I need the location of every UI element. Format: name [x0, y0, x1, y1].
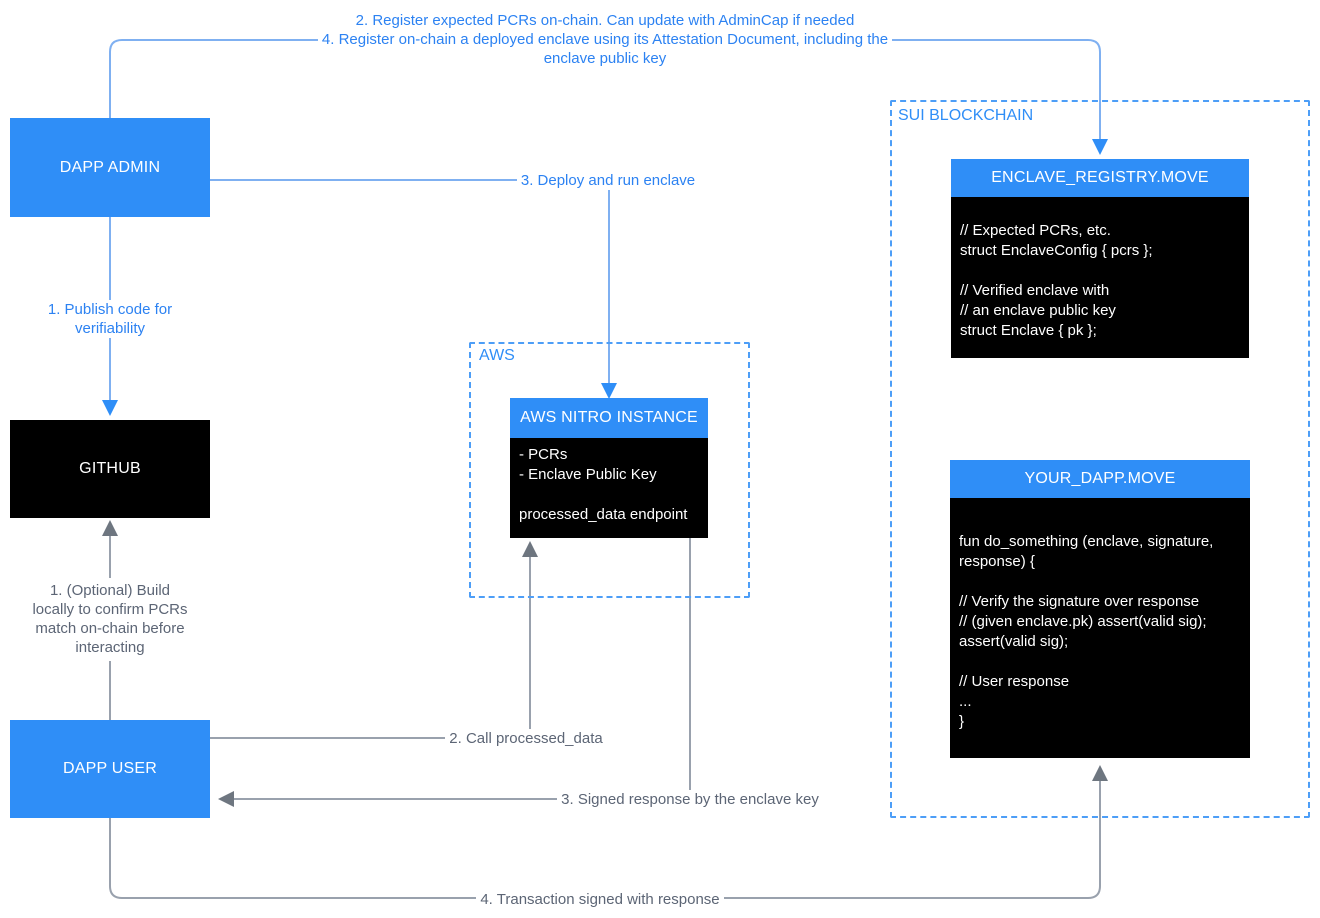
enclave-registry-body: // Expected PCRs, etc. struct EnclaveCon… [951, 197, 1249, 358]
node-your-dapp-move: YOUR_DAPP.MOVE fun do_something (enclave… [950, 460, 1250, 758]
arrowhead-registry-top-icon [1092, 139, 1108, 155]
annotation-optional-build: 1. (Optional) Build locally to confirm P… [4, 581, 216, 657]
github-label: GITHUB [79, 460, 141, 477]
arrowhead-nitro-bottom-icon [522, 541, 538, 557]
aws-group-label: AWS [479, 347, 515, 364]
annotation-deploy-enclave-wrap: 3. Deploy and run enclave [458, 171, 758, 190]
annotation-call-processed-data-wrap: 2. Call processed_data [376, 729, 676, 748]
annotation-publish-code: 1. Publish code for verifiability [10, 300, 210, 338]
annotation-deploy-enclave: 3. Deploy and run enclave [516, 171, 700, 190]
sui-blockchain-group-box: SUI BLOCKCHAIN [890, 100, 1310, 818]
your-dapp-body: fun do_something (enclave, signature, re… [950, 498, 1250, 758]
annotation-register-enclave-line2: enclave public key [539, 49, 671, 68]
sui-blockchain-group-label: SUI BLOCKCHAIN [898, 107, 1034, 124]
your-dapp-title: YOUR_DAPP.MOVE [950, 460, 1250, 498]
annotation-transaction-signed: 4. Transaction signed with response [476, 890, 724, 909]
dapp-admin-label: DAPP ADMIN [59, 158, 161, 176]
aws-nitro-instance-title: AWS NITRO INSTANCE [510, 398, 708, 438]
node-enclave-registry-move: ENCLAVE_REGISTRY.MOVE // Expected PCRs, … [951, 159, 1249, 358]
annotation-signed-response: 3. Signed response by the enclave key [557, 790, 823, 809]
annotation-register-group: 2. Register expected PCRs on-chain. Can … [0, 11, 1210, 68]
enclave-registry-title: ENCLAVE_REGISTRY.MOVE [951, 159, 1249, 197]
node-github: GITHUB [10, 420, 210, 518]
node-dapp-user: DAPP USER [10, 720, 210, 818]
annotation-transaction-signed-wrap: 4. Transaction signed with response [450, 890, 750, 909]
annotation-register-enclave-line1: 4. Register on-chain a deployed enclave … [317, 30, 893, 49]
dapp-user-label: DAPP USER [63, 760, 157, 777]
annotation-call-processed-data: 2. Call processed_data [445, 729, 607, 748]
arrowhead-github-top-icon [102, 400, 118, 416]
node-dapp-admin: DAPP ADMIN [10, 118, 210, 217]
arrowhead-github-bottom-icon [102, 520, 118, 536]
arrowhead-user-left-icon [218, 791, 234, 807]
annotation-register-pcrs: 2. Register expected PCRs on-chain. Can … [351, 11, 859, 30]
node-aws-nitro-instance: AWS NITRO INSTANCE - PCRs - Enclave Publ… [510, 398, 708, 538]
annotation-signed-response-wrap: 3. Signed response by the enclave key [540, 790, 840, 809]
aws-group-box: AWS [469, 342, 750, 598]
arrowhead-nitro-top-icon [601, 383, 617, 399]
aws-nitro-instance-body: - PCRs - Enclave Public Key processed_da… [510, 438, 708, 538]
arrowhead-yourdapp-bottom-icon [1092, 765, 1108, 781]
